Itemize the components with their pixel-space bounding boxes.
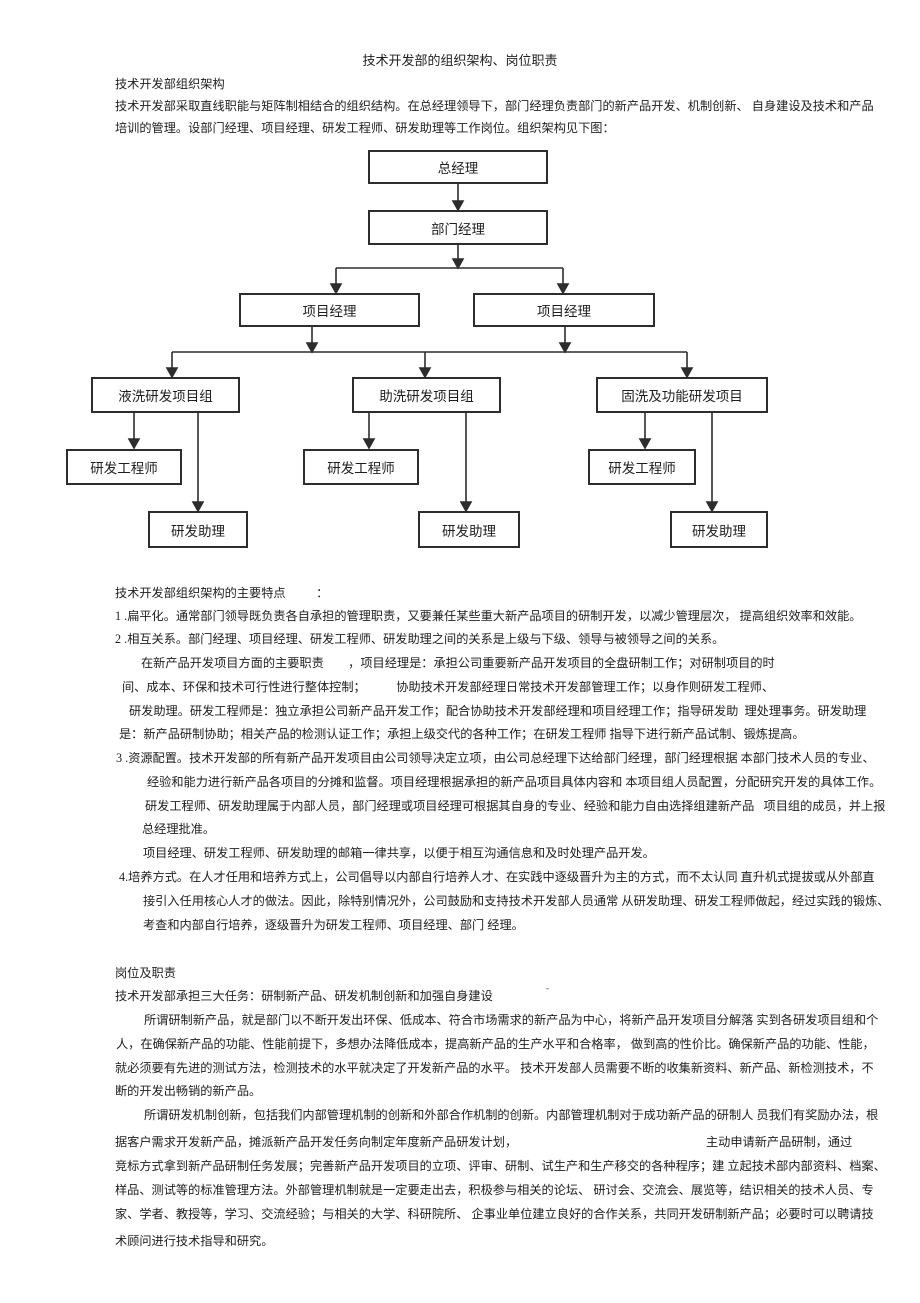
section-heading-org-structure: 技术开发部组织架构 [115,77,225,91]
text-line: 术顾问进行技术指导和研究。 [115,1234,274,1248]
connector-pm-branch [165,327,694,379]
text-line: 在新产品开发项目方面的主要职责 ，项目经理是：承担公司重要新产品开发项目的全盘研… [141,656,775,670]
text-line: 竞标方式拿到新产品研制任务发展；完善新产品开发项目的立项、评审、研制、试生产和生… [115,1159,886,1173]
subheading-main-features: 技术开发部组织架构的主要特点 ： [115,586,329,600]
text-line: 研发助理。研发工程师是：独立承担公司新产品开发工作；配合协助技术开发部经理和项目… [129,704,867,718]
org-node-project-manager-2: 项目经理 [473,293,655,327]
list-item-2: 2 .相互关系。部门经理、项目经理、研发工程师、研发助理之间的关系是上级与下级、… [115,632,725,646]
text-line: 据客户需求开发新产品，摊派新产品开发任务向制定年度新产品研发计划， [115,1135,518,1149]
text-line: 技术开发部承担三大任务：研制新产品、研发机制创新和加强自身建设 [115,989,493,1003]
list-item-4: 4.培养方式。在人才任用和培养方式上，公司倡导以内部自行培养人才、在实践中逐级晋… [119,870,875,884]
org-node-department-manager: 部门经理 [368,210,548,245]
text-line: 经验和能力进行新产品各项目的分摊和监督。项目经理根据承担的新产品项目具体内容和 … [147,775,882,789]
org-node-rd-engineer-1: 研发工程师 [66,449,182,485]
org-node-rd-engineer-2: 研发工程师 [303,449,419,485]
text-line: 所谓研制新产品，就是部门以不断开发出环保、低成本、符合市场需求的新产品为中心，将… [144,1013,879,1027]
text-line: 总经理批准。 [142,822,216,836]
text-line: 研发工程师、研发助理属于内部人员，部门经理或项目经理可根据其自身的专业、经验和能… [145,799,886,813]
org-node-solid-wash-group: 固洗及功能研发项目 [596,377,768,413]
text-line: 断的开发出畅销的新产品。 [115,1084,262,1098]
org-node-rd-assistant-1: 研发助理 [148,511,248,548]
connector-gm-dm [451,184,465,212]
text-line: 技术开发部采取直线职能与矩阵制相结合的组织结构。在总经理领导下，部门经理负责部门… [115,99,874,113]
text-line: 所谓研发机制创新，包括我们内部管理机制的创新和外部合作机制的创新。内部管理机制对… [144,1108,879,1122]
org-node-general-manager: 总经理 [368,150,548,184]
org-node-rd-assistant-3: 研发助理 [670,511,768,548]
org-node-rd-engineer-3: 研发工程师 [588,449,696,485]
org-node-rd-assistant-2: 研发助理 [418,511,520,548]
connector-dm-branch [329,245,570,295]
org-node-project-manager-1: 项目经理 [239,293,420,327]
document-title: 技术开发部的组织架构、岗位职责 [362,53,558,68]
list-item-3: 3 .资源配置。技术开发部的所有新产品开发项目由公司领导决定立项，由公司总经理下… [116,751,875,765]
text-line: 就必须要有先进的测试方法，检测技术的水平就决定了开发新产品的水平。 技术开发部人… [115,1061,874,1075]
text-line: 家、学者、教授等，学习、交流经验；与相关的大学、科研院所、 企事业单位建立良好的… [115,1207,874,1221]
org-node-wash-aid-group: 助洗研发项目组 [352,377,501,413]
text-line: 项目经理、研发工程师、研发助理的邮箱一律共享，以便于相互沟通信息和及时处理产品开… [143,846,655,860]
text-line: 样品、测试等的标准管理方法。外部管理机制就是一定要走出去，积极参与相关的论坛、 … [115,1183,874,1197]
list-item-1: 1 .扁平化。通常部门领导既负责各自承担的管理职责，又要兼任某些重大新产品项目的… [115,609,862,623]
section-heading-duties: 岗位及职责 [115,966,176,980]
org-node-liquid-wash-group: 液洗研发项目组 [91,377,240,413]
text-line: 考查和内部自行培养，逐级晋升为研发工程师、项目经理、部门 经理。 [143,918,524,932]
text-line: 培训的管理。设部门经理、项目经理、研发工程师、研发助理等工作岗位。组织架构见下图… [115,121,615,135]
stray-scan-mark: - [546,983,549,993]
text-line: 接引入任用核心人才的做法。因此，除特别情况外，公司鼓励和支持技术开发部人员通常 … [143,894,890,908]
text-line: 间、成本、环保和技术可行性进行整体控制； 协助技术开发部经理日常技术开发部管理工… [122,680,775,694]
text-line: 主动申请新产品研制，通过 [706,1135,853,1149]
text-line: 是：新产品研制协助；相关产品的检测认证工作；承担上级交代的各种工作；在研发工程师… [119,727,805,741]
text-line: 人，在确保新产品的功能、性能前提下，多想办法降低成本，提高新产品的生产水平和合格… [116,1037,875,1051]
